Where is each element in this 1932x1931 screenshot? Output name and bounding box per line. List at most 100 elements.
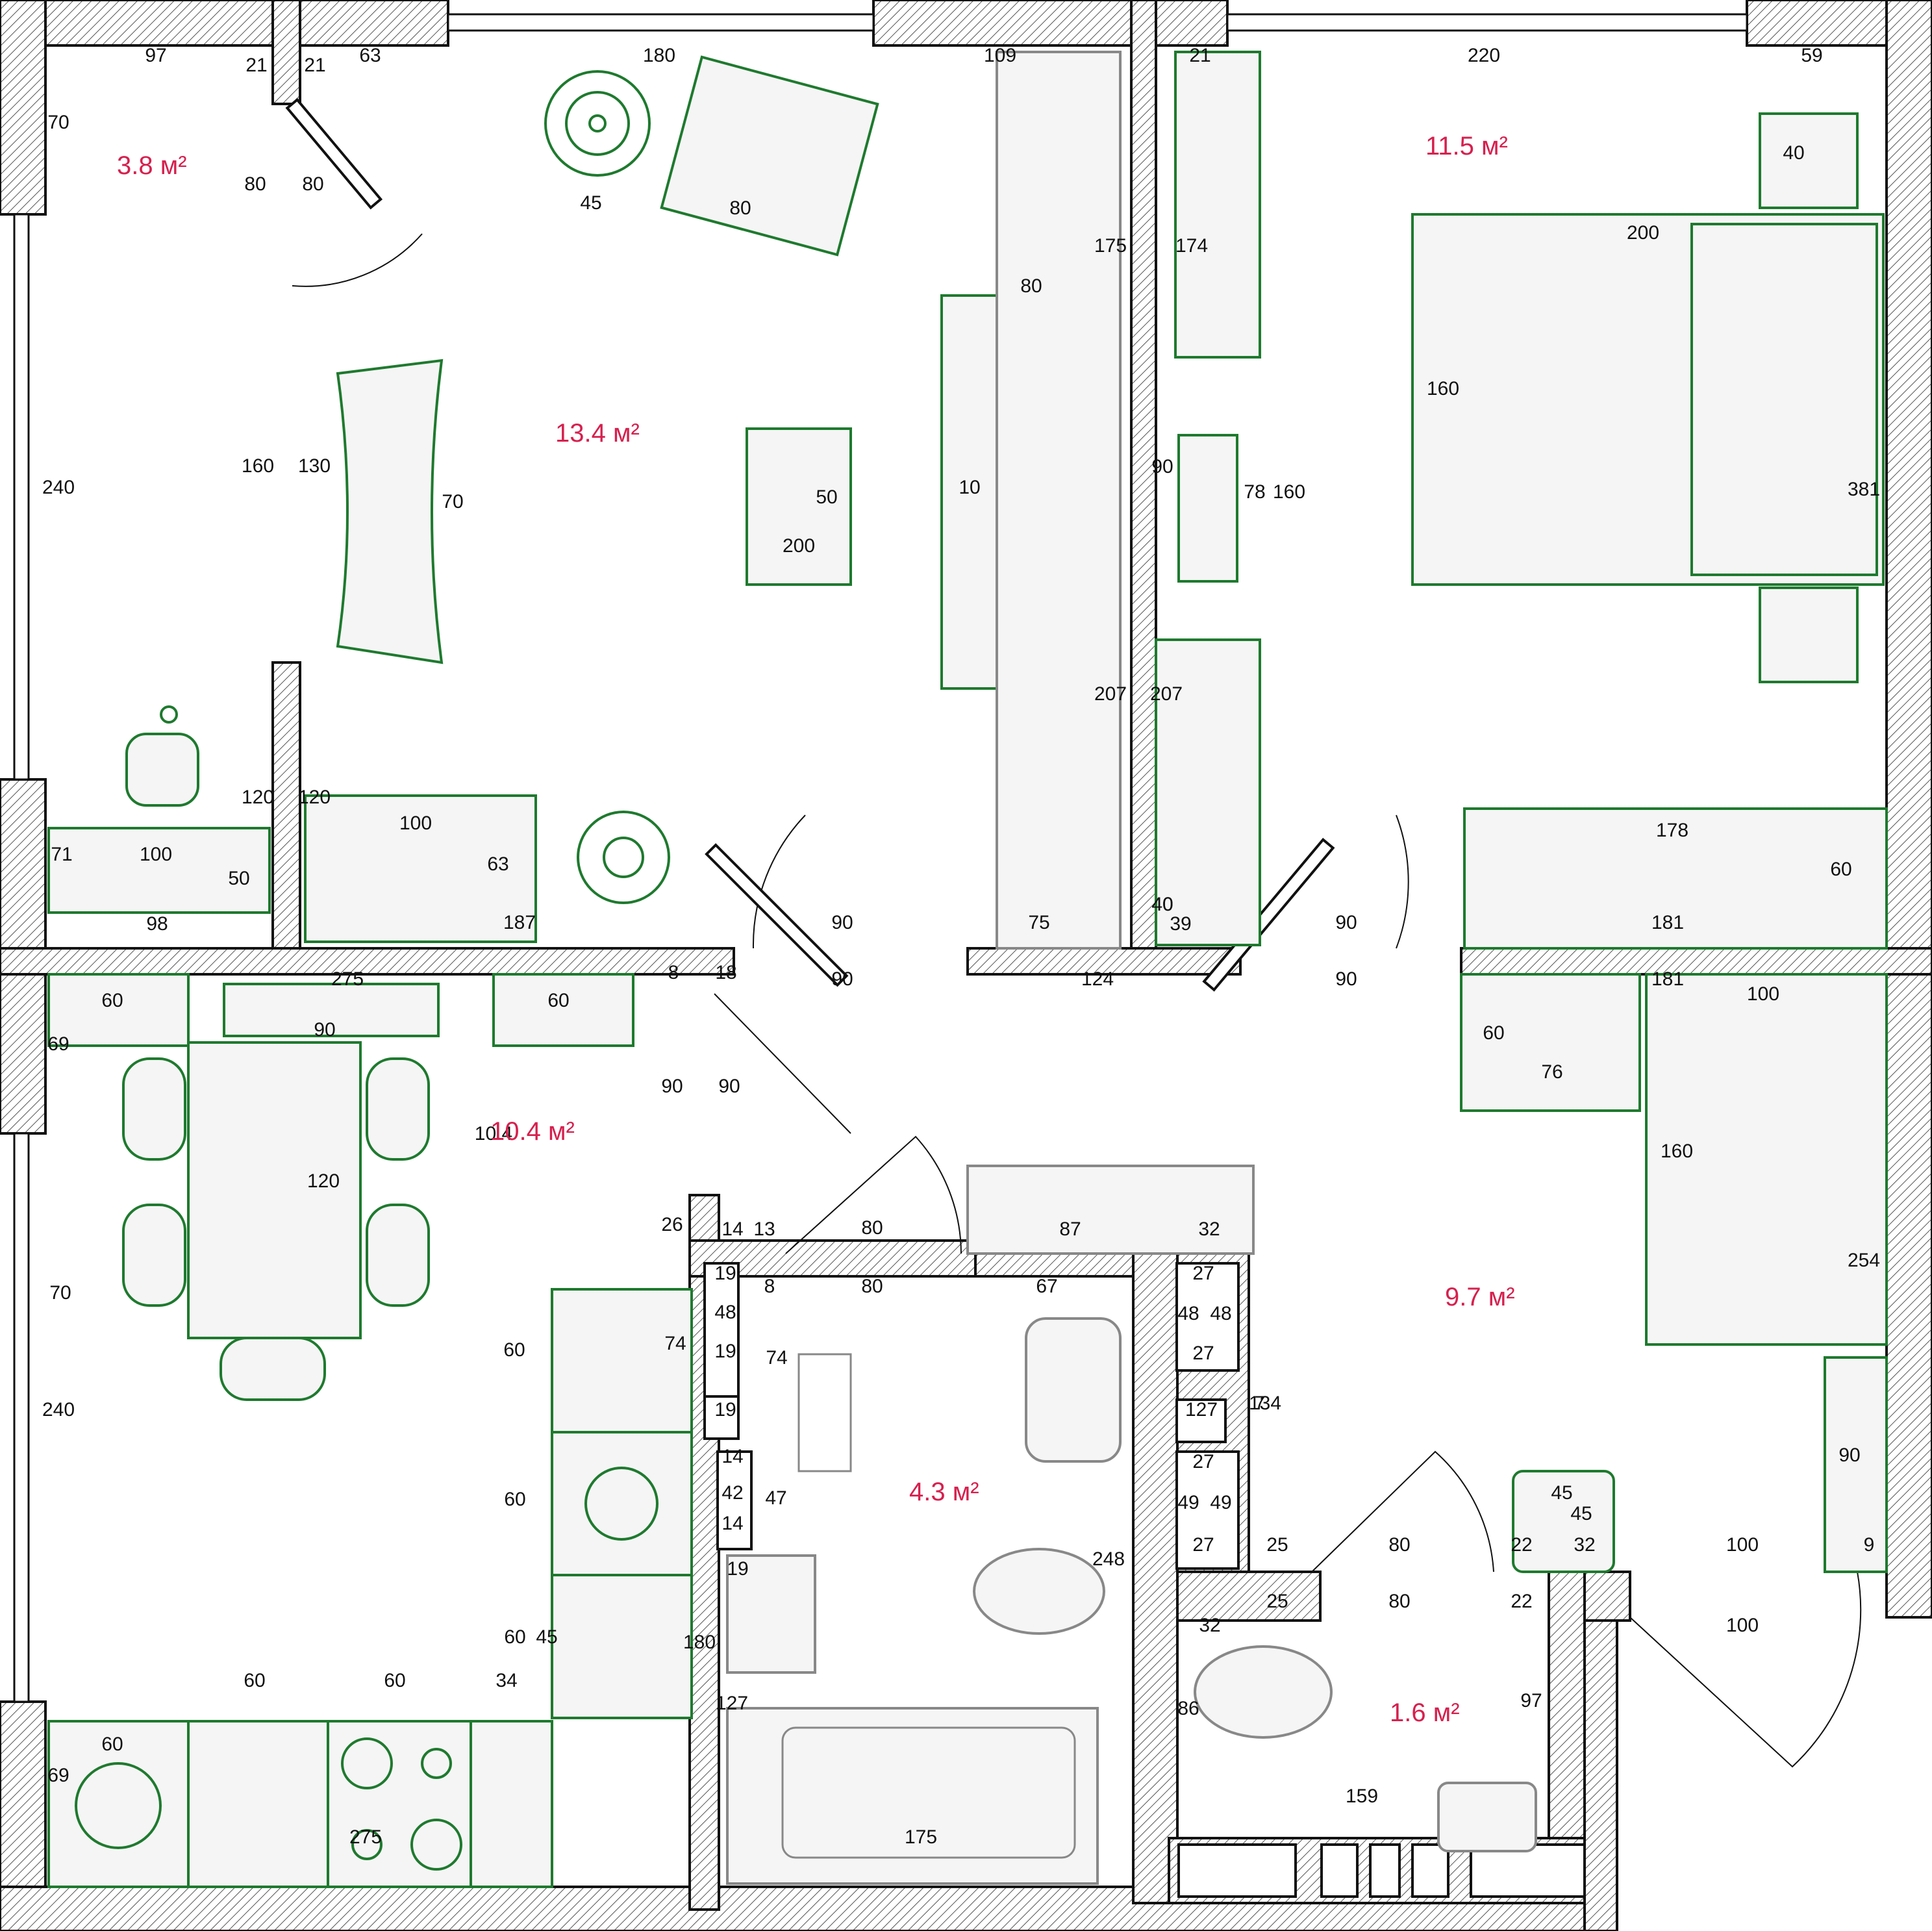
window-kitchen [13,1132,30,1703]
dimension-label: 60 [1830,859,1851,880]
nightstand-bottom [1759,587,1859,683]
window-bedroom [1226,13,1748,32]
dimension-label: 275 [349,1826,382,1848]
wall-top-middle [872,0,1229,47]
wall-mid-2 [966,947,1242,976]
dimension-label: 60 [547,990,569,1011]
dimension-label: 90 [831,912,853,933]
wall-balcony-bottom [271,661,301,950]
wardrobe-living [996,51,1122,950]
dimension-label: 80 [861,1217,883,1239]
dimension-label: 48 [1210,1303,1231,1324]
dimension-label: 27 [1192,1451,1214,1472]
dimension-label: 74 [664,1333,686,1354]
dimension-label: 90 [718,1076,740,1097]
dimension-label: 80 [729,197,751,219]
dimension-label: 67 [1036,1276,1057,1297]
dimension-label: 240 [42,1399,75,1420]
dimension-label: 207 [1150,683,1183,705]
dimension-label: 19 [714,1263,736,1284]
dimension-label: 63 [487,853,508,875]
wall-living-bedroom [1130,0,1157,950]
dimension-label: 90 [314,1019,335,1041]
dimension-label: 50 [816,486,837,508]
kitchen-sink [551,1574,693,1719]
dimension-label: 19 [714,1341,736,1362]
counter-1 [187,1720,329,1888]
dishwasher [551,1431,693,1576]
wall-mid-3 [1460,947,1932,976]
dimension-label: 100 [399,813,432,834]
dimension-label: 10.4 [475,1123,512,1144]
dimension-label: 174 [1175,235,1208,257]
dimension-label: 21 [304,55,325,76]
dimension-label: 60 [101,1734,123,1755]
dimension-label: 60 [504,1489,525,1510]
kitchen-hood [223,983,440,1037]
kitchen-cabinet-top-left [47,973,190,1047]
dimension-label: 200 [783,535,815,557]
dimension-label: 175 [1094,235,1127,257]
dimension-label: 70 [49,1282,71,1304]
dish-icon [584,1467,659,1541]
dimension-label: 69 [47,1765,69,1786]
windows [13,13,1748,1703]
bathtub-inner [781,1726,1076,1859]
dimension-label: 160 [242,455,274,477]
dimension-label: 45 [1570,1503,1592,1524]
wall-mid-1 [0,947,735,976]
dimension-label: 9 [1864,1534,1875,1556]
dimension-label: 32 [1574,1534,1595,1556]
dimension-label: 60 [504,1626,525,1648]
wall-top-left [0,0,449,47]
dimension-label: 90 [831,968,853,990]
dimension-label: 275 [331,968,364,990]
dimension-label: 80 [302,173,323,195]
dimension-label: 100 [1726,1534,1759,1556]
dimension-label: 8 [668,962,679,983]
dimension-label: 27 [1192,1263,1214,1284]
dimension-label: 69 [47,1033,69,1055]
wall-balcony-top [271,0,301,105]
dimension-label: 8 [764,1276,775,1297]
dimension-label: 90 [1151,456,1173,477]
dimension-label: 14 [721,1513,743,1534]
wardrobe-bedroom-bottom [1155,638,1261,946]
wc-sink [1437,1782,1537,1852]
tv-stand [336,359,444,664]
fridge-snowflake-icon [75,1762,162,1849]
dimension-label: 60 [1483,1022,1504,1044]
dimension-label: 200 [1627,222,1659,244]
dimension-label: 71 [51,844,72,865]
chair-3 [366,1057,430,1161]
dimension-label: 109 [984,45,1016,66]
dimension-label: 60 [244,1670,265,1691]
area-living: 13.4 м² [555,419,640,448]
bathroom-sink [1025,1317,1122,1463]
chair-4 [366,1204,430,1307]
dimension-label: 34 [496,1670,517,1691]
dimension-label: 39 [1170,913,1191,935]
dimension-label: 19 [714,1399,736,1420]
coffee-table [746,427,852,586]
dimension-label: 120 [242,787,274,808]
wall-bottom-right [1583,1616,1618,1931]
dimension-label: 60 [101,990,123,1011]
dimension-label: 27 [1192,1343,1214,1364]
dimension-label: 120 [298,787,331,808]
dimension-label: 80 [1020,275,1042,297]
hall-pouf [1512,1470,1615,1573]
dimension-label: 90 [661,1076,683,1097]
dimension-label: 45 [1551,1482,1572,1504]
dimension-label: 60 [384,1670,405,1691]
dimension-label: 47 [765,1487,786,1509]
burner-4 [410,1819,462,1871]
dimension-label: 80 [1388,1591,1410,1612]
window-balcony [13,213,30,781]
dimension-label: 32 [1199,1615,1220,1636]
chair-1 [122,1057,186,1161]
dimension-label: 124 [1081,968,1114,990]
dimension-label: 130 [298,455,331,477]
area-bathroom: 4.3 м² [909,1478,979,1506]
area-hall: 9.7 м² [1445,1283,1515,1311]
